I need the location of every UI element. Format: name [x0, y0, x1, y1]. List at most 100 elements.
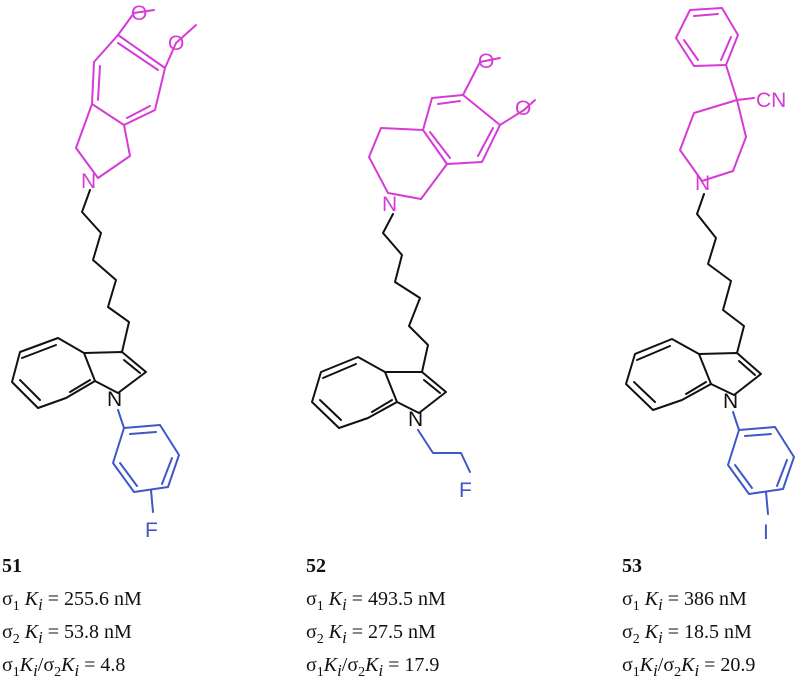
aromatic-double-bond	[123, 359, 141, 374]
nitrogen-label: N	[408, 408, 423, 431]
sigma1-ki-value: = 386 nM	[667, 588, 747, 610]
sigma1-ki-value: = 255.6 nM	[47, 588, 142, 610]
aromatic-double-bond	[477, 127, 494, 157]
nitrogen-label: N	[695, 172, 710, 195]
ki-symbol: Ki	[328, 588, 347, 614]
aromatic-double-bond	[683, 39, 699, 61]
aromatic-double-bond	[97, 65, 101, 101]
indole-pyrrole	[698, 352, 762, 396]
compound-id: 52	[306, 555, 326, 577]
aromatic-double-bond	[636, 345, 671, 361]
aromatic-double-bond	[744, 433, 772, 437]
tetrahydroisoquinoline-benzene	[422, 94, 501, 165]
phenyl-bond	[725, 64, 738, 101]
sigma1-symbol: σ1	[306, 588, 324, 614]
selectivity-ratio-value: = 4.8	[84, 654, 126, 676]
indole-benzene	[11, 337, 96, 409]
methoxy-bond	[164, 24, 197, 69]
aromatic-double-bond	[371, 399, 393, 413]
aromatic-double-bond	[161, 457, 173, 485]
aromatic-double-bond	[429, 131, 451, 159]
ki-symbol: Ki	[24, 588, 43, 614]
aromatic-double-bond	[322, 363, 357, 379]
selectivity-ratio-row: σ1Ki/σ2Ki = 4.8	[2, 654, 126, 680]
sigma2-ki-value: = 53.8 nM	[47, 621, 132, 643]
structure-53: CN N N I	[625, 7, 795, 544]
nitrogen-label: N	[723, 390, 738, 413]
aromatic-double-bond	[19, 379, 41, 401]
compound-id: 51	[2, 555, 22, 577]
indole-pyrrole	[384, 371, 447, 414]
aromatic-double-bond	[693, 13, 719, 17]
aryl-bond	[117, 409, 125, 429]
sigma2-symbol: σ2	[622, 621, 640, 647]
sigma1-symbol: σ1	[2, 588, 20, 614]
iodophenyl-ring	[727, 426, 795, 495]
sigma2-symbol: σ2	[2, 621, 20, 647]
aromatic-double-bond	[319, 399, 342, 421]
sigma1-ki-row: σ1 Ki = 493.5 nM	[306, 589, 446, 614]
methoxy-bond	[462, 57, 501, 96]
methoxy-bond	[117, 9, 155, 36]
aromatic-double-bond	[437, 100, 461, 105]
structure-52: O O N N F	[311, 50, 536, 502]
aromatic-double-bond	[738, 360, 756, 376]
aromatic-double-bond	[21, 344, 57, 359]
ki-symbol: Ki	[328, 621, 347, 647]
iodine-label: I	[763, 521, 769, 544]
butyl-linker	[382, 213, 429, 373]
sigma1-ki-row: σ1 Ki = 386 nM	[622, 589, 747, 614]
sigma1-ki-value: = 493.5 nM	[351, 588, 446, 610]
aromatic-double-bond	[734, 464, 753, 489]
methoxy-oxygen-label: O	[168, 32, 184, 55]
isoindoline-benzene	[91, 34, 166, 126]
sigma2-ki-value: = 27.5 nM	[351, 621, 436, 643]
sigma2-ki-row: σ2 Ki = 27.5 nM	[306, 622, 436, 647]
phenyl-ring	[675, 7, 739, 67]
tetrahydroisoquinoline-ring	[368, 127, 448, 200]
aryl-bond	[732, 411, 740, 431]
sigma1-ki-row: σ1 Ki = 255.6 nM	[2, 589, 142, 614]
selectivity-ratio-value: = 17.9	[388, 654, 440, 676]
aromatic-double-bond	[129, 431, 157, 435]
sigma2-ki-value: = 18.5 nM	[667, 621, 752, 643]
ki-symbol: Ki	[24, 621, 43, 647]
ki-symbol: Ki	[644, 588, 663, 614]
nitrogen-label: N	[382, 193, 397, 216]
nitrile-label: CN	[756, 89, 786, 112]
aromatic-double-bond	[117, 42, 159, 71]
aromatic-double-bond	[423, 379, 441, 394]
butyl-linker	[696, 193, 745, 354]
methoxy-oxygen-label: O	[515, 97, 531, 120]
aromatic-double-bond	[776, 459, 788, 487]
compound-id: 53	[622, 555, 642, 577]
iodo-bond	[765, 491, 769, 515]
sigma1-symbol: σ1	[622, 588, 640, 614]
sigma2-symbol: σ2	[306, 621, 324, 647]
ki-symbol: Ki	[644, 621, 663, 647]
methoxy-oxygen-label: O	[478, 50, 494, 73]
sigma2-ki-row: σ2 Ki = 53.8 nM	[2, 622, 132, 647]
indole-pyrrole	[83, 351, 147, 394]
selectivity-ratio-row: σ1Ki/σ2Ki = 20.9	[622, 654, 756, 680]
indole-benzene	[311, 356, 398, 429]
fluoro-bond	[150, 489, 154, 513]
selectivity-ratio-value: = 20.9	[704, 654, 756, 676]
methoxy-oxygen-label: O	[131, 2, 147, 25]
fluorophenyl-ring	[112, 424, 180, 493]
fluorine-label: F	[459, 479, 472, 502]
selectivity-ratio-row: σ1Ki/σ2Ki = 17.9	[306, 654, 440, 680]
aromatic-double-bond	[126, 105, 151, 119]
sigma2-ki-row: σ2 Ki = 18.5 nM	[622, 622, 752, 647]
piperidine-ring	[679, 99, 747, 182]
nitrile-bond	[736, 97, 755, 101]
fluoroethyl-chain	[417, 429, 471, 473]
nitrogen-label: N	[107, 388, 122, 411]
aromatic-double-bond	[119, 462, 138, 487]
fluorine-label: F	[145, 519, 158, 542]
aromatic-double-bond	[633, 381, 656, 403]
butyl-linker	[81, 189, 130, 353]
isoindoline-pyrrolidine	[75, 103, 131, 179]
aromatic-double-bond	[685, 381, 707, 395]
